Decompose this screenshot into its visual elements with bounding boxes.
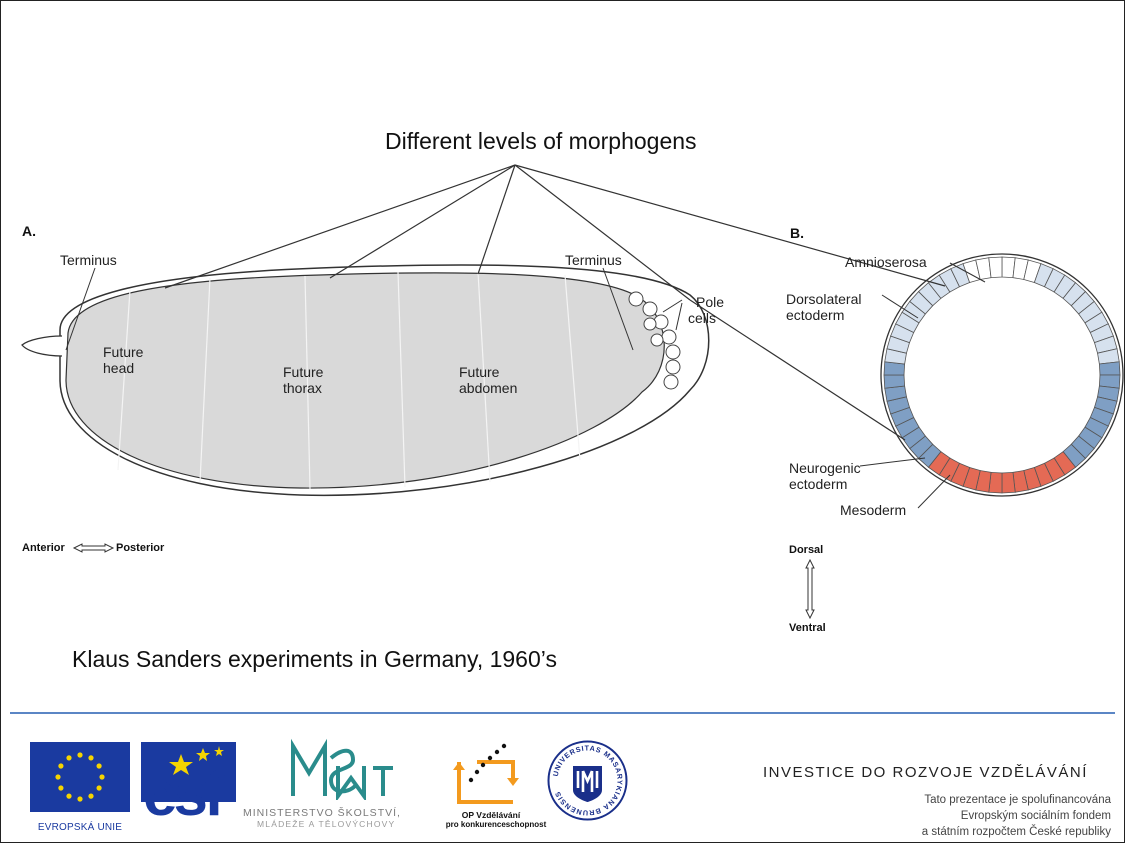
ventral-label: Ventral <box>789 622 826 634</box>
msmt-logo: MINISTERSTVO ŠKOLSTVÍ, MLÁDEŽE A TĚLOVÝC… <box>243 738 443 833</box>
op-logo: OP Vzdělávání pro konkurenceschopnost <box>441 740 551 832</box>
anterior-posterior-arrow <box>72 543 115 553</box>
morphogen-pointer-lines <box>164 164 946 441</box>
eu-star-icon <box>88 793 94 799</box>
ring-outer-membrane <box>880 253 1124 497</box>
pole-cells-label: Pole cells <box>688 294 724 326</box>
eu-star-icon <box>66 755 72 761</box>
eu-star-icon <box>55 774 61 780</box>
posterior-label: Posterior <box>116 542 165 554</box>
msmt-line1: MINISTERSTVO ŠKOLSTVÍ, <box>243 807 401 819</box>
future-thorax-label: Future thorax <box>283 364 323 396</box>
funding-line2: Evropským sociálním fondem <box>960 810 1111 822</box>
esf-label: esf <box>143 760 225 829</box>
terminus-right-label: Terminus <box>565 252 622 268</box>
funding-line3: a státním rozpočtem České republiky <box>921 826 1111 838</box>
eu-star-icon <box>77 796 83 802</box>
eu-star-icon <box>88 755 94 761</box>
funding-line1: Tato prezentace je spolufinancována <box>924 794 1111 806</box>
segment-lines <box>117 271 581 490</box>
op-line1: OP Vzdělávání <box>461 810 521 820</box>
eu-star-icon <box>77 752 83 758</box>
terminus-left-label: Terminus <box>60 252 117 268</box>
eu-star-icon <box>96 763 102 769</box>
investice-heading: INVESTICE DO ROZVOJE VZDĚLÁVÁNÍ <box>763 764 1088 781</box>
neurogenic-label: Neurogenic ectoderm <box>789 460 861 492</box>
ring-cell <box>988 256 1003 279</box>
eu-star-icon <box>96 785 102 791</box>
op-icon <box>453 743 519 804</box>
ring-cell <box>1001 471 1016 494</box>
eu-star-icon <box>66 793 72 799</box>
neurogenic-line1: Neurogenic <box>789 460 861 476</box>
future-thorax-line2: thorax <box>283 380 322 396</box>
future-head-line2: head <box>103 360 135 376</box>
amnioserosa-label: Amnioserosa <box>845 254 927 270</box>
op-line2: pro konkurenceschopnost <box>445 820 547 829</box>
future-head-line1: Future <box>103 344 144 360</box>
pole-cells-label-line2: cells <box>688 310 717 326</box>
embryo-anterior-tip <box>21 335 63 357</box>
dorsolateral-label: Dorsolateral ectoderm <box>786 291 861 323</box>
ring-cell <box>1098 361 1121 376</box>
morphogen-diagram <box>21 164 1124 620</box>
eu-label: EVROPSKÁ UNIE <box>37 822 123 833</box>
panel-a-label: A. <box>22 223 36 239</box>
embryo-cross-section-ring <box>880 253 1124 497</box>
embryo-inner <box>65 272 665 489</box>
eu-star-icon <box>58 785 64 791</box>
future-abdomen-line2: abdomen <box>459 380 518 396</box>
eu-star-icon <box>58 763 64 769</box>
caption: Klaus Sanders experiments in Germany, 19… <box>72 646 557 672</box>
eu-logo: EVROPSKÁ UNIE <box>30 742 130 833</box>
future-head-label: Future head <box>103 344 143 376</box>
label-leader-lines <box>65 262 986 509</box>
dorsolateral-line1: Dorsolateral <box>786 291 862 307</box>
pole-cells <box>628 291 681 390</box>
slide-title: Different levels of morphogens <box>385 128 697 154</box>
neurogenic-line2: ectoderm <box>789 476 848 492</box>
muni-seal-icon: UNIVERSITAS MASARYKIANA BRUNENSIS <box>547 740 628 821</box>
esf-logo: esf <box>141 742 236 830</box>
future-abdomen-line1: Future <box>459 364 500 380</box>
ring-cell <box>883 374 906 389</box>
footer-rule <box>10 712 1115 714</box>
msmt-line2: MLÁDEŽE A TĚLOVÝCHOVY <box>257 819 396 829</box>
dorsal-label: Dorsal <box>789 544 824 556</box>
dorsal-ventral-arrow <box>805 558 815 620</box>
anterior-label: Anterior <box>22 542 65 554</box>
future-abdomen-label: Future abdomen <box>459 364 517 396</box>
eu-star-icon <box>99 774 105 780</box>
dorsolateral-line2: ectoderm <box>786 307 845 323</box>
eu-flag-icon <box>30 742 130 812</box>
pole-cells-label-line1: Pole <box>696 294 725 310</box>
muni-logo: UNIVERSITAS MASARYKIANA BRUNENSIS <box>545 738 630 823</box>
msmt-icon <box>291 738 393 803</box>
future-thorax-line1: Future <box>283 364 324 380</box>
mesoderm-label: Mesoderm <box>840 502 907 518</box>
esf-icon <box>141 742 236 802</box>
panel-b-label: B. <box>790 225 804 241</box>
